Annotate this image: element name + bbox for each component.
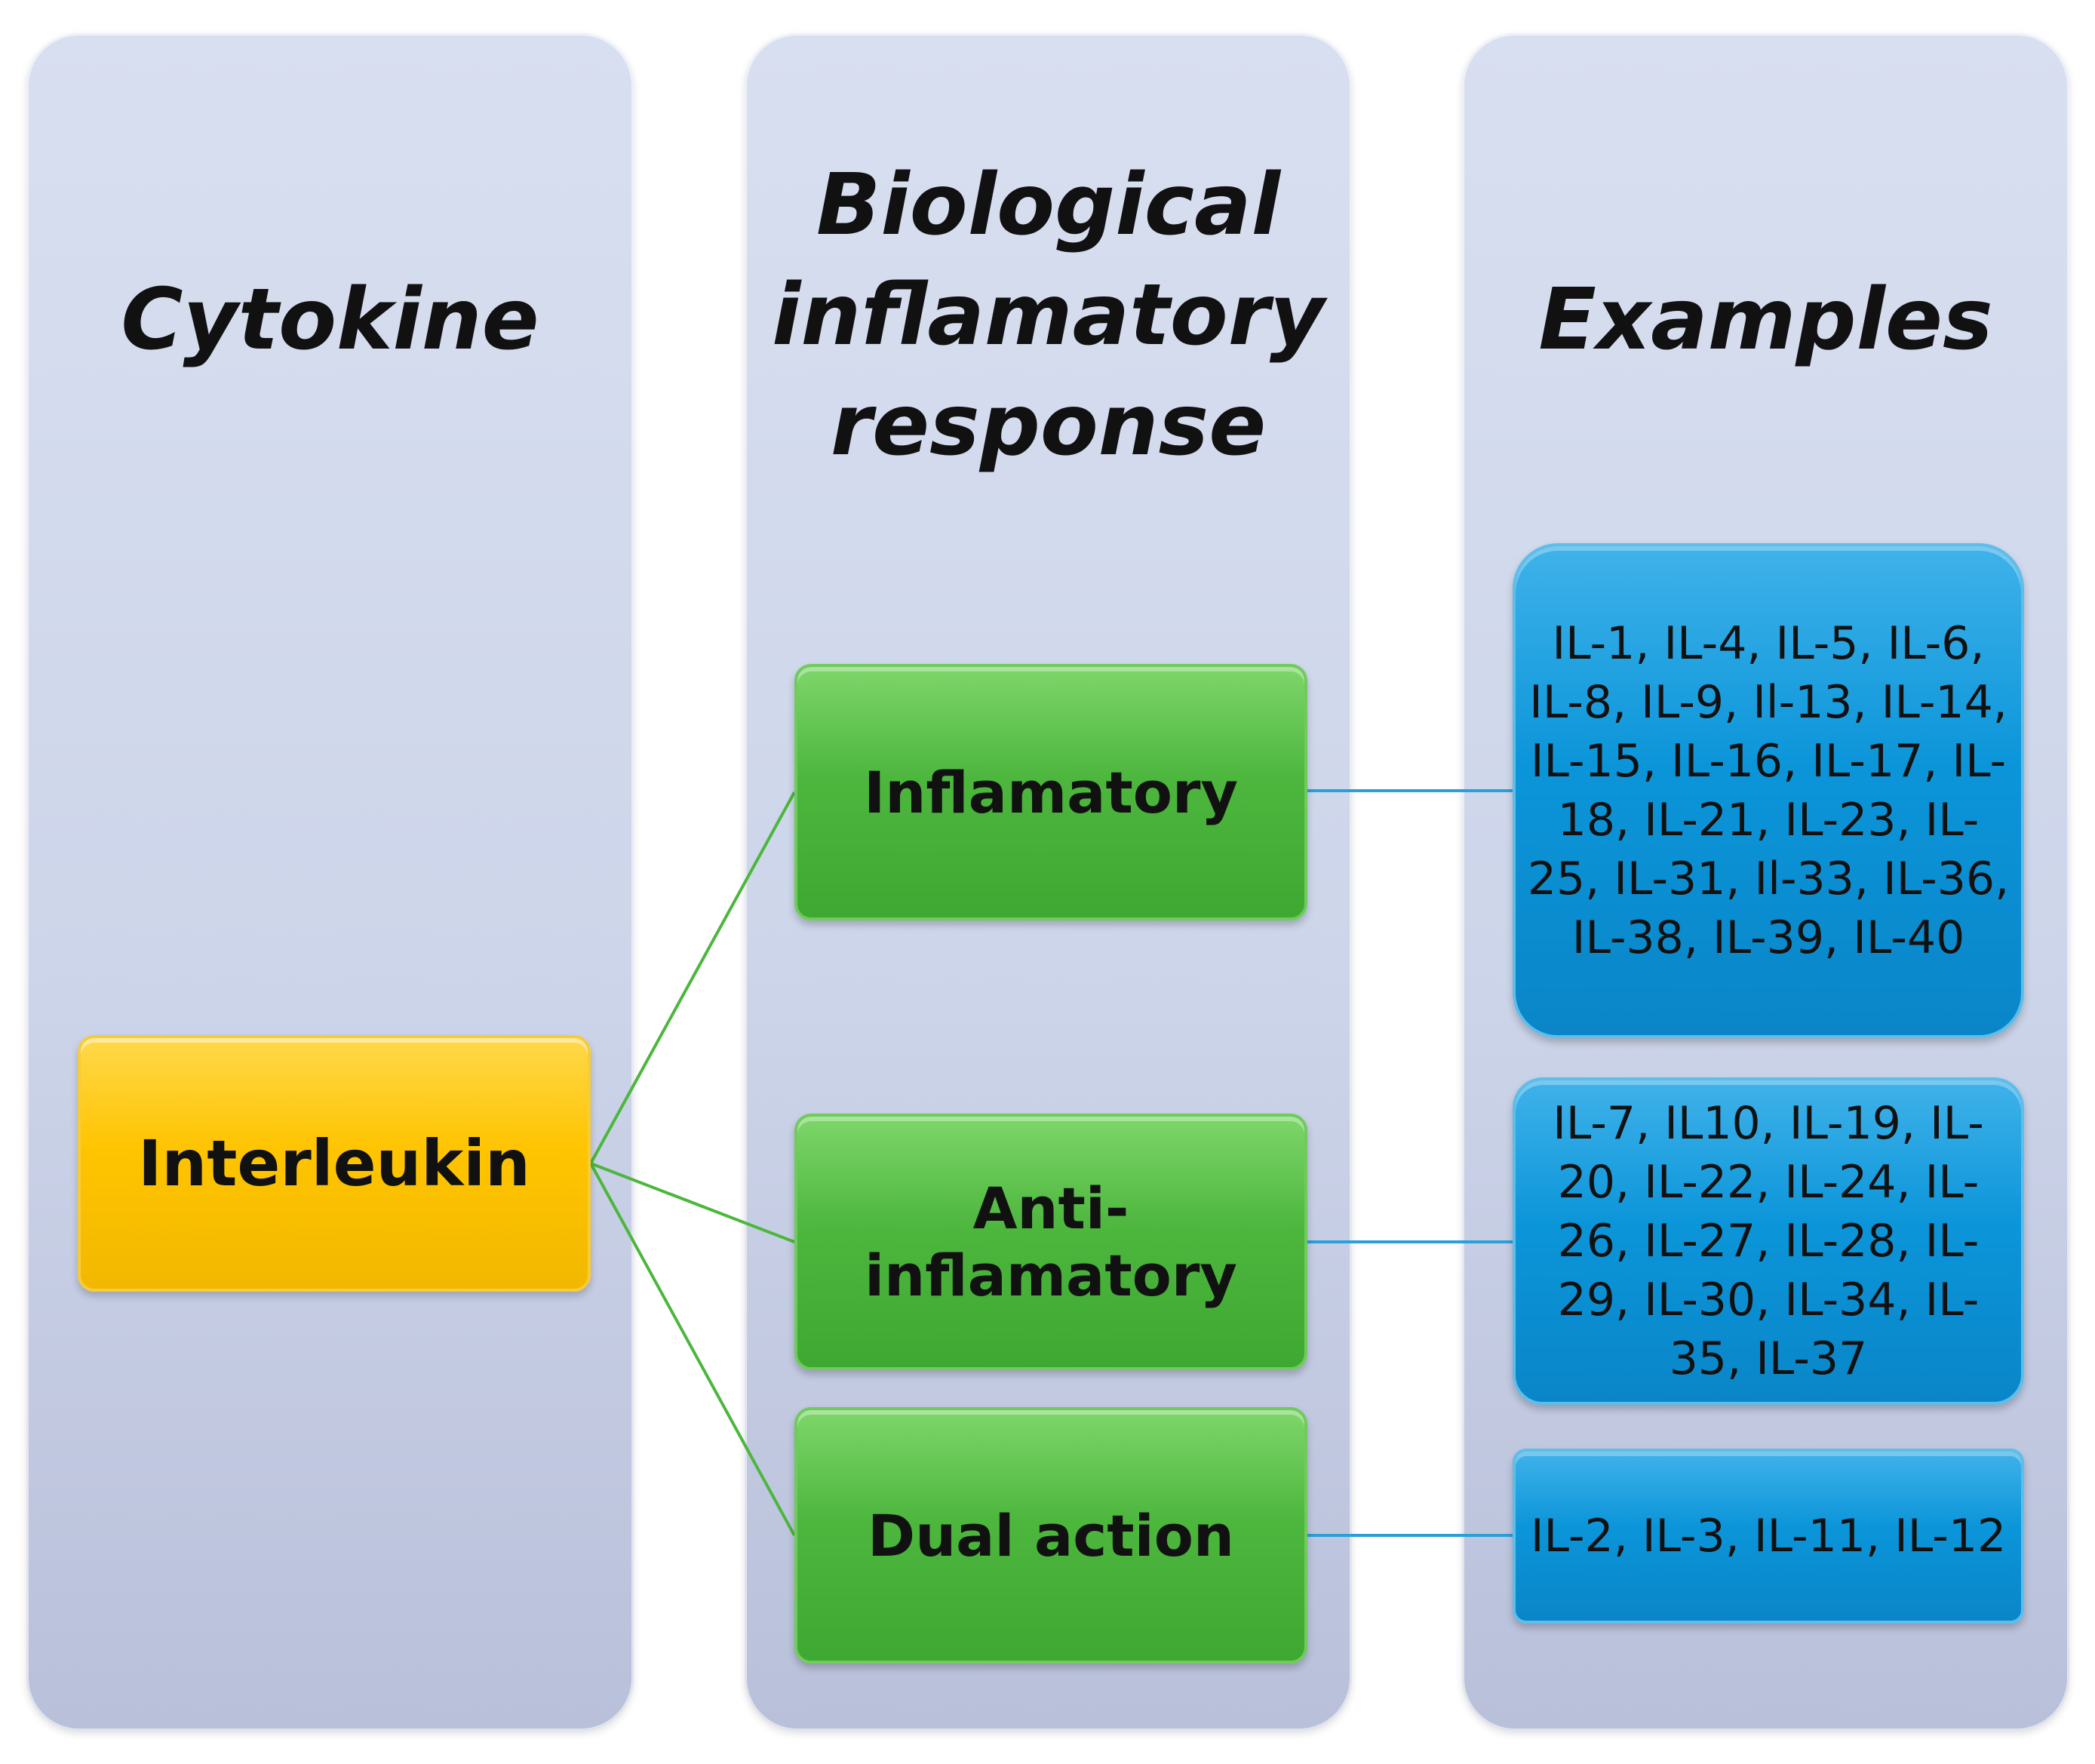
inflamatory-node: Inflamatory xyxy=(794,664,1307,920)
anti-inflamatory-node: Anti-inflamatory xyxy=(794,1114,1307,1370)
response-header-line-1: Biological xyxy=(816,156,1280,254)
response-header-line-3: response xyxy=(830,376,1267,475)
connector-root-to-dual xyxy=(589,1163,796,1536)
inflamatory-examples-node: IL-1, IL-4, IL-5, IL-6, IL-8, IL-9, Il-1… xyxy=(1513,543,2024,1038)
connector-root-to-inflamatory xyxy=(589,791,796,1164)
dual-action-node: Dual action xyxy=(794,1407,1307,1664)
response-header-line-2: inflamatory xyxy=(772,266,1325,364)
cytokine-column-header: Cytokine xyxy=(121,271,539,369)
examples-column-header: Examples xyxy=(1538,271,1993,369)
dual-action-examples-node: IL-2, IL-3, IL-11, IL-12 xyxy=(1513,1449,2024,1624)
anti-inflamatory-examples-node: IL-7, IL10, IL-19, IL-20, IL-22, IL-24, … xyxy=(1513,1077,2024,1405)
response-column-header: Biological inflamatory response xyxy=(745,150,1352,481)
connector-root-to-anti xyxy=(590,1162,795,1243)
cytokine-column: Cytokine xyxy=(26,33,634,1731)
interleukin-node: Interleukin xyxy=(78,1035,591,1292)
